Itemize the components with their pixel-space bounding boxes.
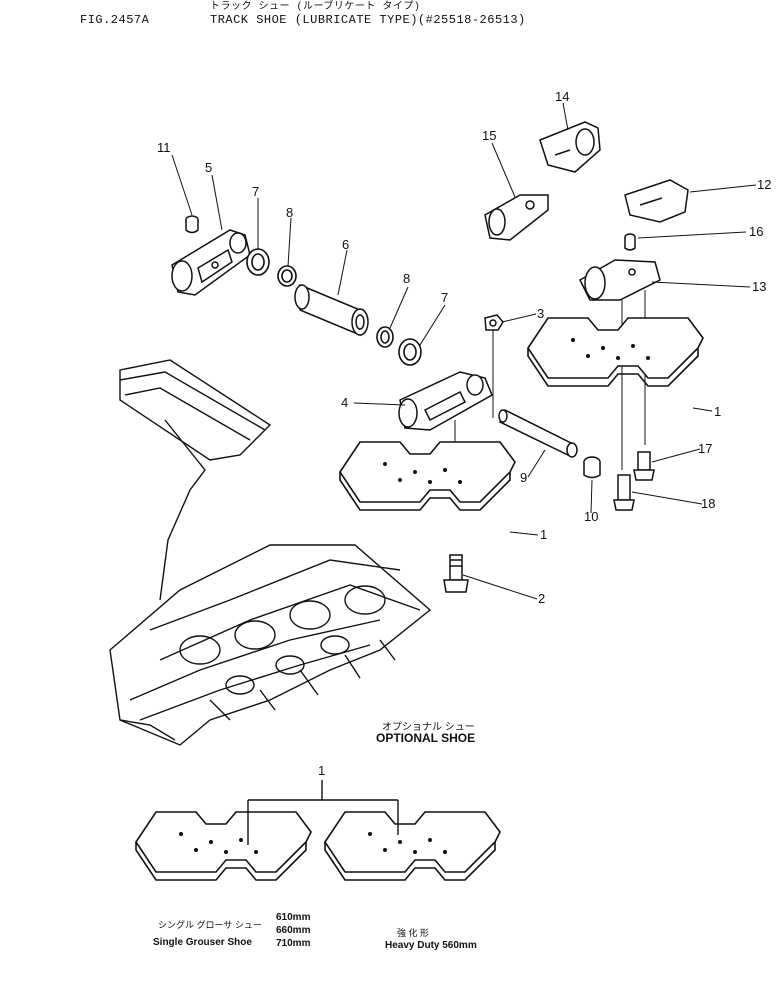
- part-dowel-11: [185, 215, 199, 234]
- callout-1b: 1: [540, 527, 547, 542]
- part-shoe-1-center: [339, 441, 516, 511]
- callout-labels: 11 5 7 8 6 8 7 14 15 12 16 13 3 4 1 9 17…: [157, 89, 771, 778]
- callout-12: 12: [757, 177, 771, 192]
- part-bushing-6: [294, 283, 369, 337]
- heavy-duty-jp: 強 化 形: [397, 928, 430, 938]
- callout-17: 17: [698, 441, 712, 456]
- single-grouser-jp: シングル グローサ シュー: [158, 920, 262, 930]
- callout-7b: 7: [441, 290, 448, 305]
- callout-4: 4: [341, 395, 348, 410]
- part-bolt-2: [443, 554, 469, 593]
- callout-11: 11: [157, 140, 171, 155]
- callout-13: 13: [752, 279, 766, 294]
- part-link-12: [624, 179, 689, 223]
- japanese-title: トラック シュー (ルーブリケート タイプ): [210, 2, 421, 13]
- figure-title: TRACK SHOE (LUBRICATE TYPE)(#25518-26513…: [210, 13, 526, 27]
- optional-shoe-jp: オプショナル シュー: [382, 722, 475, 733]
- part-seal-7-left: [246, 248, 270, 276]
- callout-2: 2: [538, 591, 545, 606]
- callout-1: 1: [714, 404, 721, 419]
- single-grouser-label: Single Grouser Shoe: [153, 937, 252, 948]
- callout-15: 15: [482, 128, 496, 143]
- callout-14: 14: [555, 89, 569, 104]
- single-grouser-size-2: 660mm: [276, 925, 311, 936]
- part-link-14: [539, 121, 601, 173]
- part-link-15: [484, 194, 549, 241]
- part-seal-8-right: [376, 326, 394, 348]
- optional-shoe-bracket: [247, 780, 399, 845]
- track-assembly: [109, 359, 432, 746]
- figure-number: FIG.2457A: [80, 13, 150, 27]
- callout-10: 10: [584, 509, 598, 524]
- part-shoe-1-right: [527, 317, 704, 387]
- optional-shoe-heavy-duty: [324, 811, 501, 881]
- leader-lines: [171, 102, 757, 600]
- single-grouser-size-1: 610mm: [276, 912, 311, 923]
- part-link-13: [579, 259, 661, 301]
- part-seal-7-right: [398, 338, 422, 366]
- callout-16: 16: [749, 224, 763, 239]
- callout-3: 3: [537, 306, 544, 321]
- part-bushing-10: [583, 456, 601, 479]
- part-link-5: [171, 229, 251, 296]
- callout-6: 6: [342, 237, 349, 252]
- callout-8: 8: [286, 205, 293, 220]
- part-dowel-16: [624, 233, 636, 251]
- callout-8b: 8: [403, 271, 410, 286]
- heavy-duty-label: Heavy Duty 560mm: [385, 940, 477, 951]
- part-seal-8-left: [277, 265, 297, 287]
- part-nut-3: [484, 314, 504, 331]
- part-pin-9: [498, 408, 578, 458]
- optional-shoe-single-grouser: [135, 811, 312, 881]
- part-bolt-18: [613, 474, 635, 511]
- part-link-4: [398, 371, 493, 431]
- callout-5: 5: [205, 160, 212, 175]
- part-bolt-17: [633, 451, 655, 481]
- callout-9: 9: [520, 470, 527, 485]
- callout-7: 7: [252, 184, 259, 199]
- optional-shoe-label: OPTIONAL SHOE: [376, 731, 476, 745]
- single-grouser-size-3: 710mm: [276, 938, 311, 949]
- callout-1c: 1: [318, 763, 325, 778]
- callout-18: 18: [701, 496, 715, 511]
